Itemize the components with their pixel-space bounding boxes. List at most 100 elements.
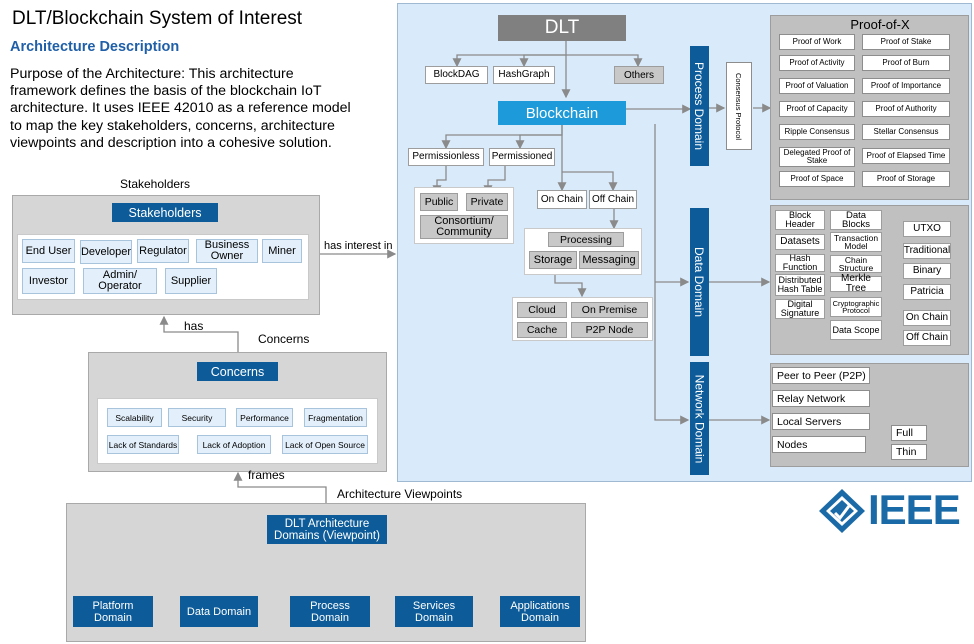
public-box: Public bbox=[420, 193, 458, 211]
nodes-box: Nodes bbox=[772, 436, 866, 453]
dlt-type-others: Others bbox=[614, 66, 664, 84]
proof-of-capacity: Proof of Capacity bbox=[779, 101, 855, 117]
utxo-box: UTXO bbox=[903, 221, 951, 237]
proof-of-work: Proof of Work bbox=[779, 34, 855, 50]
concerns-section-label: Concerns bbox=[258, 332, 310, 346]
concern-lack-of-adoption: Lack of Adoption bbox=[197, 435, 271, 454]
proof-of-space: Proof of Space bbox=[779, 171, 855, 187]
consortium-box: Consortium/ Community bbox=[420, 215, 508, 239]
cloud-box: Cloud bbox=[517, 302, 567, 318]
proof-of-storage: Proof of Storage bbox=[862, 171, 950, 187]
off-chain-box: Off Chain bbox=[589, 190, 637, 209]
concern-performance: Performance bbox=[236, 408, 293, 427]
data-domain-bar: Data Domain bbox=[690, 208, 709, 356]
cryptographic-protocol-box: Cryptographic Protocol bbox=[830, 297, 882, 317]
ieee-diamond-icon bbox=[819, 489, 865, 533]
viewpoints-header: DLT Architecture Domains (Viewpoint) bbox=[267, 515, 387, 544]
consensus-protocol-label: Consensus Protocol bbox=[734, 72, 744, 140]
ieee-logo: IEEE bbox=[818, 486, 972, 534]
stellar-consensus: Stellar Consensus bbox=[862, 124, 950, 140]
transaction-model-box: Transaction Model bbox=[830, 232, 882, 252]
stakeholder-business-owner: Business Owner bbox=[196, 239, 258, 263]
proof-of-importance: Proof of Importance bbox=[862, 78, 950, 94]
network-domain-bar: Network Domain bbox=[690, 362, 709, 475]
stakeholder-developer: Developer bbox=[80, 240, 132, 264]
processing-box: Processing bbox=[548, 232, 624, 247]
concern-lack-of-standards: Lack of Standards bbox=[107, 435, 179, 454]
concerns-header: Concerns bbox=[197, 362, 278, 381]
frames-label: frames bbox=[248, 468, 285, 482]
chain-structure-box: Chain Structure bbox=[830, 255, 882, 273]
proof-of-stake: Proof of Stake bbox=[862, 34, 950, 50]
concern-scalability: Scalability bbox=[107, 408, 162, 427]
local-servers-box: Local Servers bbox=[772, 413, 870, 430]
network-domain-label: Network Domain bbox=[692, 374, 707, 463]
traditional-box: Traditional bbox=[903, 243, 951, 259]
full-node-box: Full bbox=[891, 425, 927, 441]
p2p-node-box: P2P Node bbox=[571, 322, 648, 338]
private-box: Private bbox=[466, 193, 508, 211]
viewpoint-process-domain: Process Domain bbox=[290, 596, 370, 627]
consensus-protocol-box: Consensus Protocol bbox=[726, 62, 752, 150]
messaging-box: Messaging bbox=[579, 251, 639, 269]
permissionless-box: Permissionless bbox=[408, 148, 484, 166]
on-chain-box: On Chain bbox=[537, 190, 587, 209]
blockchain-box: Blockchain bbox=[498, 101, 626, 125]
page-subtitle: Architecture Description bbox=[10, 39, 180, 55]
has-label: has bbox=[184, 319, 204, 333]
storage-box: Storage bbox=[529, 251, 577, 269]
relay-network-box: Relay Network bbox=[772, 390, 870, 407]
permissioned-box: Permissioned bbox=[489, 148, 555, 166]
viewpoints-section-label: Architecture Viewpoints bbox=[337, 487, 463, 501]
stakeholder-supplier: Supplier bbox=[165, 268, 217, 294]
proof-of-authority: Proof of Authority bbox=[862, 101, 950, 117]
merkle-tree-box: Merkle Tree bbox=[830, 274, 882, 294]
has-interest-in-label: has interest in bbox=[324, 240, 393, 252]
viewpoint-data-domain: Data Domain bbox=[180, 596, 258, 627]
hash-function-box: Hash Function bbox=[775, 254, 825, 272]
data-blocks-box: Data Blocks bbox=[830, 210, 882, 230]
ripple-consensus: Ripple Consensus bbox=[779, 124, 855, 140]
proof-of-activity: Proof of Activity bbox=[779, 55, 855, 71]
ieee-logo-text: IEEE bbox=[868, 486, 961, 533]
on-premise-box: On Premise bbox=[571, 302, 648, 318]
data-scope-on-chain-box: On Chain bbox=[903, 310, 951, 326]
purpose-text: Purpose of the Architecture: This archit… bbox=[10, 66, 351, 151]
viewpoint-applications-domain: Applications Domain bbox=[500, 596, 580, 627]
proof-of-burn: Proof of Burn bbox=[862, 55, 950, 71]
block-header-box: Block Header bbox=[775, 210, 825, 230]
stakeholder-admin-operator: Admin/ Operator bbox=[83, 268, 157, 294]
distributed-hash-table-box: Distributed Hash Table bbox=[775, 274, 825, 296]
thin-node-box: Thin bbox=[891, 444, 927, 460]
concern-lack-of-open-source: Lack of Open Source bbox=[282, 435, 368, 454]
proof-of-valuation: Proof of Valuation bbox=[779, 78, 855, 94]
concern-security: Security bbox=[168, 408, 226, 427]
process-domain-bar: Process Domain bbox=[690, 46, 709, 166]
binary-box: Binary bbox=[903, 263, 951, 279]
digital-signature-box: Digital Signature bbox=[775, 299, 825, 319]
data-scope-box: Data Scope bbox=[830, 320, 882, 340]
stakeholder-investor: Investor bbox=[22, 268, 75, 294]
patricia-box: Patricia bbox=[903, 284, 951, 300]
delegated-proof-of-stake: Delegated Proof of Stake bbox=[779, 147, 855, 167]
viewpoint-services-domain: Services Domain bbox=[395, 596, 473, 627]
process-domain-label: Process Domain bbox=[692, 61, 707, 151]
concern-fragmentation: Fragmentation bbox=[304, 408, 367, 427]
dlt-type-hashgraph: HashGraph bbox=[493, 66, 555, 84]
proof-of-elapsed-time: Proof of Elapsed Time bbox=[862, 148, 950, 164]
dlt-type-blockdag: BlockDAG bbox=[425, 66, 488, 84]
stakeholder-miner: Miner bbox=[262, 239, 302, 263]
data-domain-label: Data Domain bbox=[692, 246, 707, 318]
stakeholders-header: Stakeholders bbox=[112, 203, 218, 222]
stakeholder-end-user: End User bbox=[22, 239, 75, 263]
stakeholders-section-label: Stakeholders bbox=[120, 177, 191, 191]
page-title: DLT/Blockchain System of Interest bbox=[12, 8, 303, 29]
viewpoint-platform-domain: Platform Domain bbox=[73, 596, 153, 627]
proof-of-x-header: Proof-of-X bbox=[850, 17, 910, 32]
cache-box: Cache bbox=[517, 322, 567, 338]
stakeholder-regulator: Regulator bbox=[137, 239, 189, 263]
datasets-box: Datasets bbox=[775, 234, 825, 250]
data-scope-off-chain-box: Off Chain bbox=[903, 330, 951, 346]
peer-to-peer-box: Peer to Peer (P2P) bbox=[772, 367, 870, 384]
